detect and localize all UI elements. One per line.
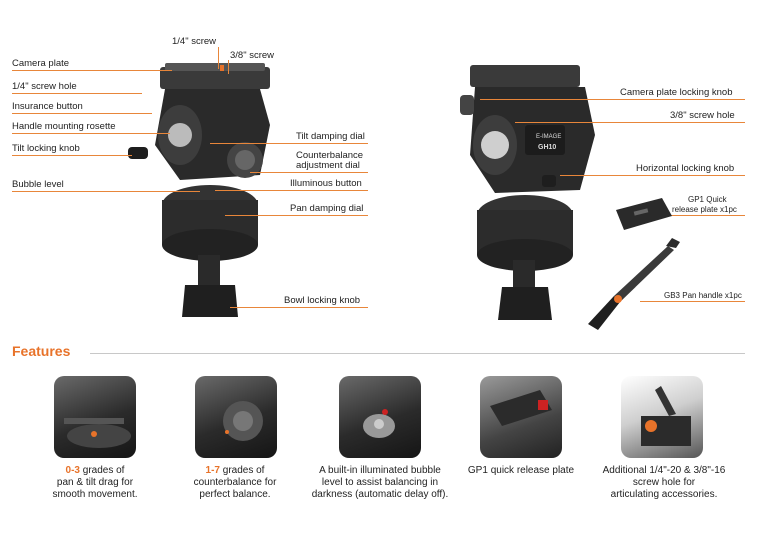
label-gp1-line1: GP1 Quick: [688, 195, 727, 204]
feature-text: darkness (automatic delay off).: [311, 489, 449, 500]
feature-text: counterbalance for: [193, 477, 277, 488]
feature-caption-quick-release: GP1 quick release plate: [458, 465, 584, 477]
feature-thumb-counterbalance: [195, 376, 277, 458]
label-gb3: GB3 Pan handle x1pc: [664, 291, 742, 300]
feature-text: pan & tilt drag for: [56, 477, 134, 488]
label-pan-damping-dial: Pan damping dial: [290, 203, 364, 214]
leader-gp1: [660, 215, 745, 216]
feature-text: articulating accessories.: [610, 489, 718, 500]
feature-caption-bubble-level: A built-in illuminated bubble level to a…: [310, 465, 450, 501]
leader-screw-hole: [12, 93, 142, 94]
feature-text: smooth movement.: [52, 489, 138, 500]
label-camera-plate-locking-knob: Camera plate locking knob: [620, 87, 733, 98]
leader-camera-plate-locking-knob: [480, 99, 745, 100]
label-insurance-button: Insurance button: [12, 101, 83, 112]
feature-caption-drag: 0-3 grades of pan & tilt drag for smooth…: [40, 465, 150, 501]
label-quarter-screw: 1/4" screw: [172, 36, 217, 47]
feature-thumb-screw-hole: [621, 376, 703, 458]
label-bowl-locking-knob: Bowl locking knob: [284, 295, 361, 306]
leader-tilt-damping-dial: [210, 143, 368, 144]
fluid-head-front-image: [128, 63, 270, 317]
label-screw-hole: 1/4" screw hole: [12, 81, 77, 92]
feature-text: level to assist balancing in: [321, 477, 439, 488]
label-tilt-damping-dial: Tilt damping dial: [296, 131, 365, 142]
feature-thumb-quick-release: [480, 376, 562, 458]
feature-text: GP1 quick release plate: [467, 465, 575, 476]
leader-counterbalance: [250, 172, 368, 173]
feature-thumb-bubble-level: [339, 376, 421, 458]
label-gp1-line2: release plate x1pc: [672, 205, 737, 214]
leader-tilt-locking-knob: [12, 155, 132, 156]
feature-text: screw hole for: [632, 477, 696, 488]
fluid-head-rear-image: [460, 65, 595, 320]
leader-pan-damping-dial: [225, 215, 368, 216]
leader-camera-plate: [12, 70, 172, 71]
label-counterbalance-2: adjustment dial: [296, 160, 360, 171]
label-tilt-locking-knob: Tilt locking knob: [12, 143, 80, 154]
feature-text: grades of: [219, 465, 265, 476]
leader-quarter-screw: [218, 47, 219, 69]
feature-text: perfect balance.: [199, 489, 271, 500]
badge-brand: E-IMAGE: [536, 134, 562, 140]
feature-caption-counterbalance: 1-7 grades of counterbalance for perfect…: [180, 465, 290, 501]
leader-right-screw-hole: [515, 122, 745, 123]
features-divider: [90, 353, 745, 354]
label-illuminous-button: Illuminous button: [290, 178, 362, 189]
leader-insurance-button: [12, 113, 152, 114]
feature-text: Additional 1/4"-20 & 3/8"-16: [602, 465, 726, 476]
features-heading: Features: [12, 343, 71, 359]
leader-horizontal-locking-knob: [560, 175, 745, 176]
label-bubble-level: Bubble level: [12, 179, 64, 190]
feature-text: A built-in illuminated bubble: [319, 465, 441, 476]
leader-bowl-locking-knob: [230, 307, 368, 308]
label-camera-plate: Camera plate: [12, 58, 70, 69]
badge-model: GH10: [538, 144, 557, 151]
feature-highlight-drag: 0-3: [65, 465, 80, 476]
leader-three-eighths-screw: [228, 60, 229, 74]
gp1-quick-release-plate-image: [616, 198, 672, 230]
leader-illuminous-button: [215, 190, 368, 191]
label-counterbalance-1: Counterbalance: [296, 150, 364, 161]
feature-text: grades of: [79, 465, 125, 476]
label-right-screw-hole: 3/8" screw hole: [670, 110, 735, 121]
feature-thumb-drag: [54, 376, 136, 458]
label-handle-rosette: Handle mounting rosette: [12, 121, 116, 132]
leader-gb3: [640, 301, 745, 302]
feature-caption-screw-hole: Additional 1/4"-20 & 3/8"-16 screw hole …: [594, 465, 734, 501]
label-three-eighths-screw: 3/8" screw: [230, 50, 275, 61]
leader-handle-rosette: [12, 133, 170, 134]
label-horizontal-locking-knob: Horizontal locking knob: [636, 163, 735, 174]
feature-highlight-counterbalance: 1-7: [205, 465, 220, 476]
gb3-pan-handle-image: [588, 238, 680, 330]
leader-bubble-level: [12, 191, 200, 192]
